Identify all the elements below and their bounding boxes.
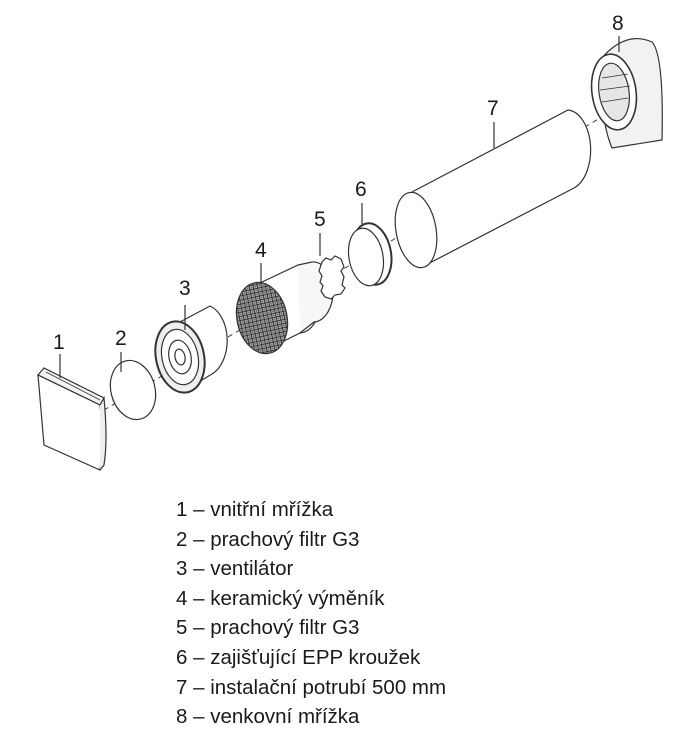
callout-3: 3: [179, 277, 191, 330]
svg-text:5: 5: [314, 208, 326, 231]
legend-item: 6 – zajišťující EPP kroužek: [176, 645, 421, 669]
ceramic-heat-exchanger: [235, 261, 334, 355]
callout-7: 7: [487, 97, 499, 148]
callout-1: 1: [53, 331, 65, 378]
inner-grille: [37, 367, 107, 471]
svg-text:6: 6: [355, 178, 367, 201]
parts-legend: 1 – vnitřní mřížka 2 – prachový filtr G3…: [176, 495, 446, 732]
svg-text:2: 2: [115, 327, 127, 350]
callout-5: 5: [314, 208, 326, 256]
epp-retaining-ring: [347, 222, 393, 287]
legend-item: 3 – ventilátor: [176, 557, 294, 581]
fan: [154, 305, 228, 394]
legend-item: 4 – keramický výměník: [176, 586, 385, 610]
callout-6: 6: [355, 178, 367, 224]
legend-item: 1 – vnitřní mřížka: [176, 498, 334, 521]
svg-text:1: 1: [53, 331, 65, 354]
svg-text:7: 7: [487, 97, 499, 120]
callout-4: 4: [255, 239, 267, 282]
dust-filter-rear: [318, 255, 346, 300]
outer-grille: [590, 38, 663, 149]
svg-text:3: 3: [179, 277, 191, 300]
svg-text:4: 4: [255, 239, 267, 262]
installation-pipe: [394, 109, 592, 269]
svg-text:8: 8: [612, 12, 624, 35]
legend-item: 2 – prachový filtr G3: [176, 527, 360, 551]
callout-8: 8: [612, 12, 624, 52]
dust-filter-front: [109, 359, 157, 421]
legend-item: 8 – venkovní mřížka: [176, 705, 360, 729]
callout-2: 2: [115, 327, 127, 372]
legend-item: 7 – instalační potrubí 500 mm: [176, 675, 447, 699]
legend-item: 5 – prachový filtr G3: [176, 616, 360, 640]
